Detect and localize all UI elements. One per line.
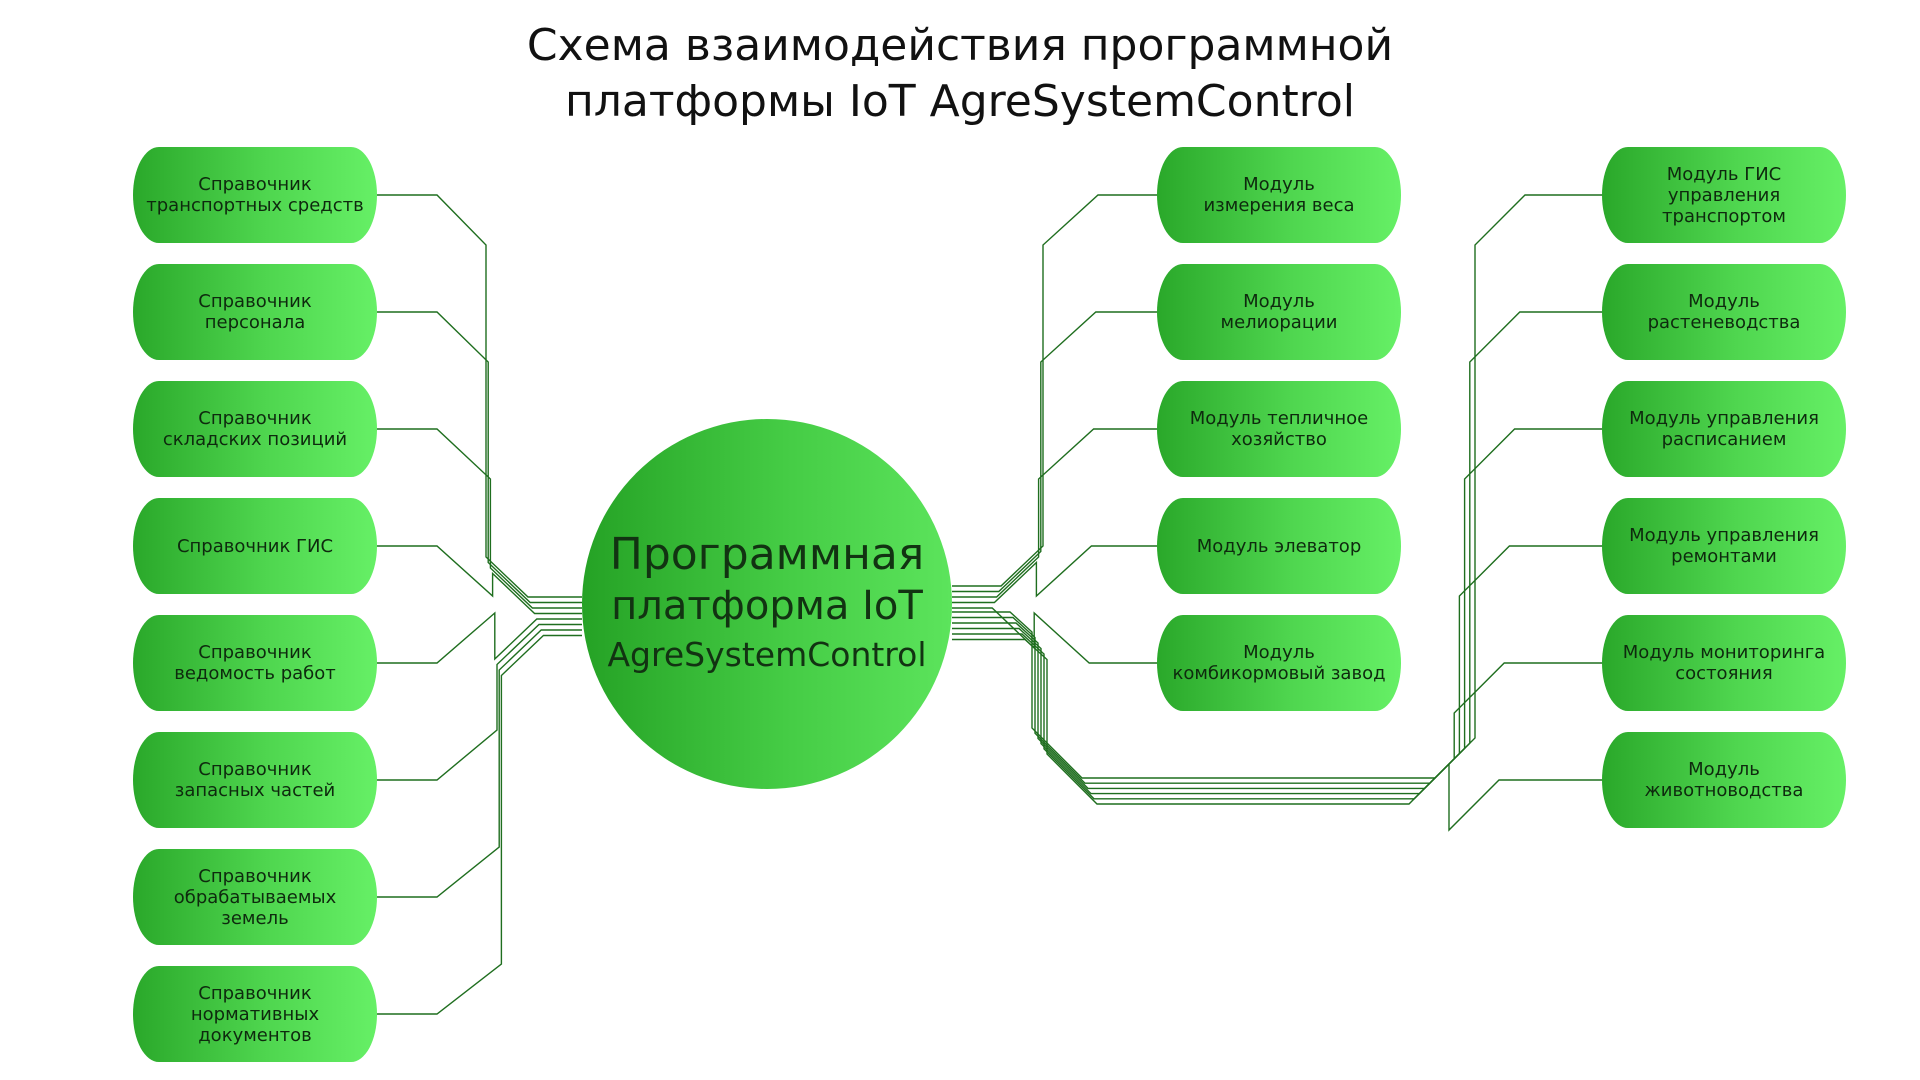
hub-line-2: платформа IoT — [611, 583, 923, 629]
node-ref-warehouse[interactable]: Справочник складских позиций — [133, 381, 377, 477]
title-line-2: платформы IoT AgreSystemControl — [565, 76, 1355, 127]
title-line-1: Схема взаимодействия программной — [526, 20, 1394, 71]
hub-line-1: Программная — [609, 529, 925, 580]
left-connector-2 — [377, 428, 582, 609]
left-connector-5 — [377, 623, 582, 781]
node-ref-documents[interactable]: Справочник нормативных документов — [133, 966, 377, 1062]
right-connector-5 — [952, 638, 1602, 832]
middle-connector-4 — [952, 607, 1157, 664]
node-module-monitoring[interactable]: Модуль мониторинга состояния — [1602, 615, 1846, 711]
middle-connector-1 — [952, 311, 1157, 593]
node-module-feed-mill[interactable]: Модуль комбикормовый завод — [1157, 615, 1401, 711]
node-module-elevator[interactable]: Модуль элеватор — [1157, 498, 1401, 594]
middle-connector-3 — [952, 545, 1157, 604]
node-module-repairs[interactable]: Модуль управления ремонтами — [1602, 498, 1846, 594]
right-connector-4 — [952, 633, 1602, 800]
hub-line-3: AgreSystemControl — [607, 635, 927, 674]
left-connector-3 — [377, 545, 582, 615]
middle-connector-0 — [952, 194, 1157, 587]
node-ref-worklog[interactable]: Справочник ведомость работ — [133, 615, 377, 711]
node-module-melioration[interactable]: Модуль мелиорации — [1157, 264, 1401, 360]
node-module-livestock[interactable]: Модуль животноводства — [1602, 732, 1846, 828]
left-connector-0 — [377, 194, 582, 598]
node-ref-lands[interactable]: Справочник обрабатываемых земель — [133, 849, 377, 945]
right-connector-1 — [952, 311, 1602, 784]
node-ref-gis[interactable]: Справочник ГИС — [133, 498, 377, 594]
node-module-crops[interactable]: Модуль растеневодства — [1602, 264, 1846, 360]
left-connector-6 — [377, 629, 582, 898]
node-ref-spare-parts[interactable]: Справочник запасных частей — [133, 732, 377, 828]
right-connector-2 — [952, 428, 1602, 790]
node-ref-personnel[interactable]: Справочник персонала — [133, 264, 377, 360]
left-connector-1 — [377, 311, 582, 604]
right-connector-0 — [952, 194, 1602, 779]
middle-connector-2 — [952, 428, 1157, 598]
node-module-greenhouse[interactable]: Модуль тепличное хозяйство — [1157, 381, 1401, 477]
node-module-gis-transport[interactable]: Модуль ГИС управления транспортом — [1602, 147, 1846, 243]
node-module-schedule[interactable]: Модуль управления расписанием — [1602, 381, 1846, 477]
diagram-title: Схема взаимодействия программной платфор… — [0, 18, 1920, 130]
central-platform-hub[interactable]: Программная платформа IoT AgreSystemCont… — [582, 419, 952, 789]
node-ref-vehicles[interactable]: Справочник транспортных средств — [133, 147, 377, 243]
node-module-weight[interactable]: Модуль измерения веса — [1157, 147, 1401, 243]
left-connector-7 — [377, 634, 582, 1015]
left-connector-4 — [377, 611, 582, 664]
right-connector-3 — [952, 545, 1602, 795]
